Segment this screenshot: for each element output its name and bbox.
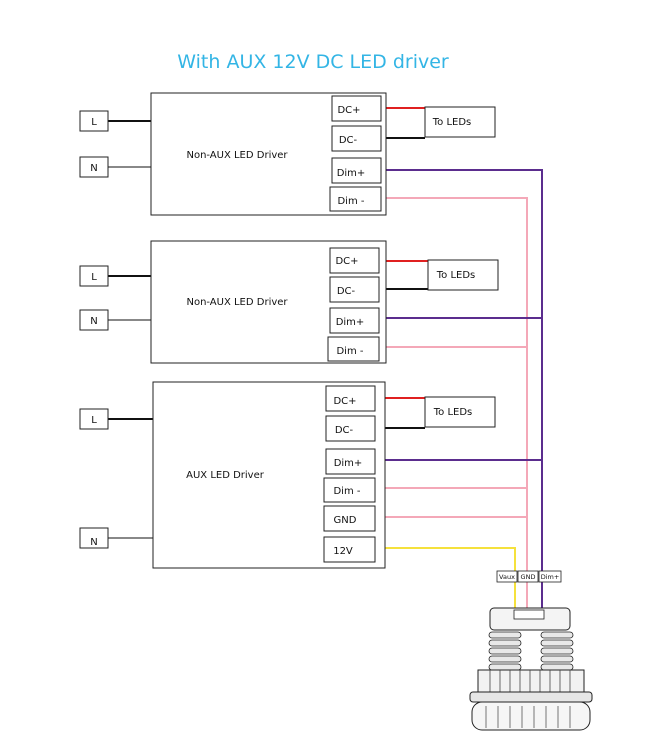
driver-2-terminal-dim-plus bbox=[329, 307, 380, 334]
driver-2-terminal-dc-plus bbox=[329, 247, 380, 274]
driver-3-terminal-12v-label: 12V bbox=[333, 546, 353, 557]
driver-1-output-leds bbox=[424, 106, 496, 138]
driver-1-terminal-dc-plus bbox=[331, 95, 382, 122]
driver-1-terminal-dc-plus-label: DC+ bbox=[337, 105, 360, 116]
dimmer-terminal-dim-label: Dim+ bbox=[541, 573, 560, 581]
driver-1-input-n-label: N bbox=[90, 163, 97, 174]
driver-3-terminal-12v bbox=[323, 536, 376, 563]
dim-plus-bus bbox=[381, 169, 543, 614]
driver-3-output-leds bbox=[424, 396, 496, 428]
driver-3-output-leds-label: To LEDs bbox=[433, 407, 473, 418]
driver-3-terminal-dc-minus-label: DC- bbox=[335, 425, 354, 436]
driver-3-terminal-dc-plus bbox=[325, 385, 376, 412]
driver-2-terminal-dc-minus bbox=[329, 276, 380, 303]
dimmer-flange bbox=[469, 691, 593, 703]
driver-2-terminal-dim-minus-label: Dim - bbox=[336, 346, 363, 357]
driver-1-input-l-label: L bbox=[91, 117, 97, 128]
diagram-title: With AUX 12V DC LED driver bbox=[177, 51, 449, 73]
driver-3-terminal-dim-minus-label: Dim - bbox=[333, 486, 360, 497]
driver-1-terminal-dc-minus-label: DC- bbox=[339, 135, 358, 146]
dim-minus-bus bbox=[381, 197, 528, 614]
driver-3: AUX LED Driver L N DC+ DC- Dim+ Dim - GN… bbox=[79, 381, 496, 569]
aux-12v-wire bbox=[375, 547, 516, 614]
driver-3-input-l bbox=[79, 408, 109, 430]
driver-3-terminal-dim-minus bbox=[323, 477, 376, 503]
dimmer-terminal-vaux bbox=[496, 570, 518, 583]
driver-1-name: Non-AUX LED Driver bbox=[186, 150, 288, 161]
driver-1-input-l bbox=[79, 110, 109, 132]
driver-3-terminal-dc-plus-label: DC+ bbox=[333, 396, 356, 407]
dimmer-knob-ribs bbox=[485, 706, 571, 728]
dimmer-terminal-vaux-label: Vaux bbox=[499, 573, 515, 581]
driver-3-terminal-gnd bbox=[323, 505, 376, 532]
driver-3-input-n-label: N bbox=[90, 537, 97, 548]
dimmer-module: Vaux GND Dim+ bbox=[469, 570, 593, 731]
driver-2-input-n-label: N bbox=[90, 316, 97, 327]
dimmer-terminal-gnd-label: GND bbox=[521, 573, 536, 581]
driver-2-output-leds bbox=[427, 259, 499, 291]
dimmer-knob bbox=[471, 701, 591, 731]
driver-2-output-leds-label: To LEDs bbox=[436, 270, 476, 281]
driver-2-terminal-dim-plus-label: Dim+ bbox=[336, 317, 365, 328]
driver-2-terminal-dc-minus-label: DC- bbox=[337, 286, 356, 297]
dimmer-body bbox=[477, 669, 585, 693]
dimmer-terminal-block bbox=[513, 609, 545, 620]
dimmer-body-ribs bbox=[489, 670, 571, 692]
driver-2-input-l-label: L bbox=[91, 272, 97, 283]
driver-3-input-l-label: L bbox=[91, 415, 97, 426]
dimmer-springs bbox=[488, 631, 574, 671]
driver-3-name: AUX LED Driver bbox=[186, 470, 265, 481]
driver-1-input-n bbox=[79, 156, 109, 178]
driver-1-terminal-dim-plus bbox=[331, 157, 382, 184]
driver-1-terminal-dim-minus bbox=[329, 186, 382, 212]
dimmer-terminal-dim bbox=[538, 570, 562, 583]
driver-3-input-n bbox=[79, 527, 109, 549]
driver-2-terminal-dc-plus-label: DC+ bbox=[335, 256, 358, 267]
driver-2-name: Non-AUX LED Driver bbox=[186, 297, 288, 308]
driver-3-terminal-dc-minus bbox=[325, 415, 376, 442]
driver-1-terminal-dim-plus-label: Dim+ bbox=[337, 168, 366, 179]
driver-1-output-leds-label: To LEDs bbox=[432, 117, 472, 128]
driver-3-terminal-gnd-label: GND bbox=[334, 515, 357, 526]
driver-1-terminal-dc-minus bbox=[331, 125, 382, 152]
driver-1-terminal-dim-minus-label: Dim - bbox=[337, 196, 364, 207]
driver-3-terminal-dim-plus bbox=[325, 448, 376, 475]
driver-2-input-n bbox=[79, 309, 109, 331]
driver-3-terminal-dim-plus-label: Dim+ bbox=[334, 458, 363, 469]
driver-2-terminal-dim-minus bbox=[327, 336, 380, 362]
dimmer-terminal-gnd bbox=[517, 570, 539, 583]
driver-1: Non-AUX LED Driver L N DC+ DC- Dim+ Dim … bbox=[79, 92, 496, 216]
driver-2-input-l bbox=[79, 265, 109, 287]
driver-2: Non-AUX LED Driver L N DC+ DC- Dim+ Dim … bbox=[79, 240, 499, 364]
